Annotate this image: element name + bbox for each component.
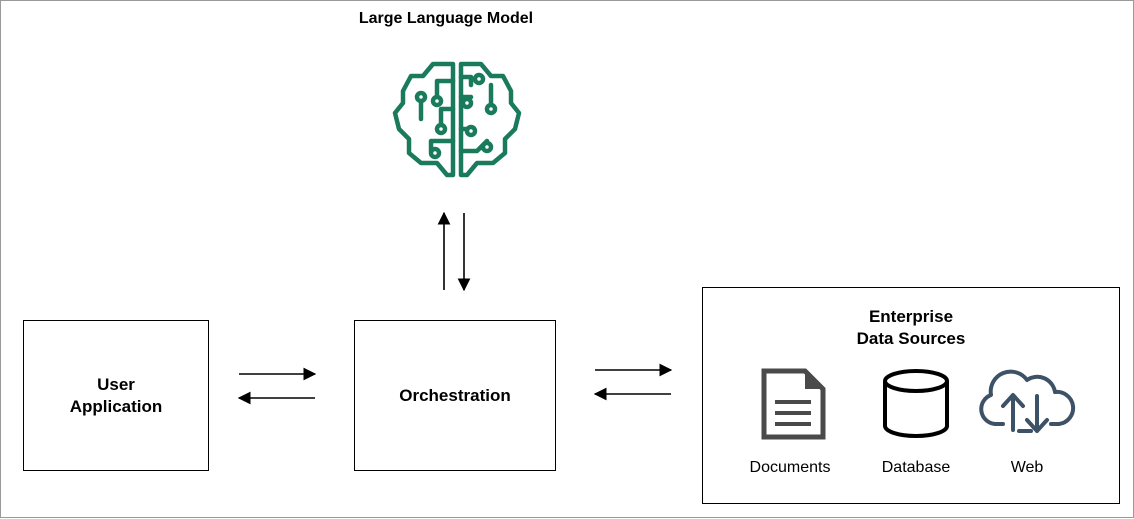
enterprise-title-line2: Data Sources: [856, 329, 966, 348]
llm-title: Large Language Model: [358, 10, 534, 27]
user-application-label-line2: Application: [69, 396, 163, 416]
source-label-documents: Documents: [749, 459, 831, 476]
enterprise-title-line1: Enterprise: [868, 307, 954, 326]
orchestration-box: Orchestration: [354, 320, 556, 471]
source-label-web: Web: [1010, 459, 1044, 476]
source-label-database: Database: [881, 459, 951, 476]
document-icon: [761, 368, 826, 440]
cloud-sync-icon: [979, 369, 1076, 433]
orchestration-label: Orchestration: [399, 385, 511, 405]
enterprise-title: Enterprise Data Sources: [703, 306, 1119, 350]
user-application-box: User Application: [23, 320, 209, 471]
user-application-label-line1: User: [97, 374, 135, 394]
enterprise-data-sources-box: Enterprise Data Sources Documents Da: [702, 287, 1120, 504]
database-icon: [883, 369, 949, 438]
